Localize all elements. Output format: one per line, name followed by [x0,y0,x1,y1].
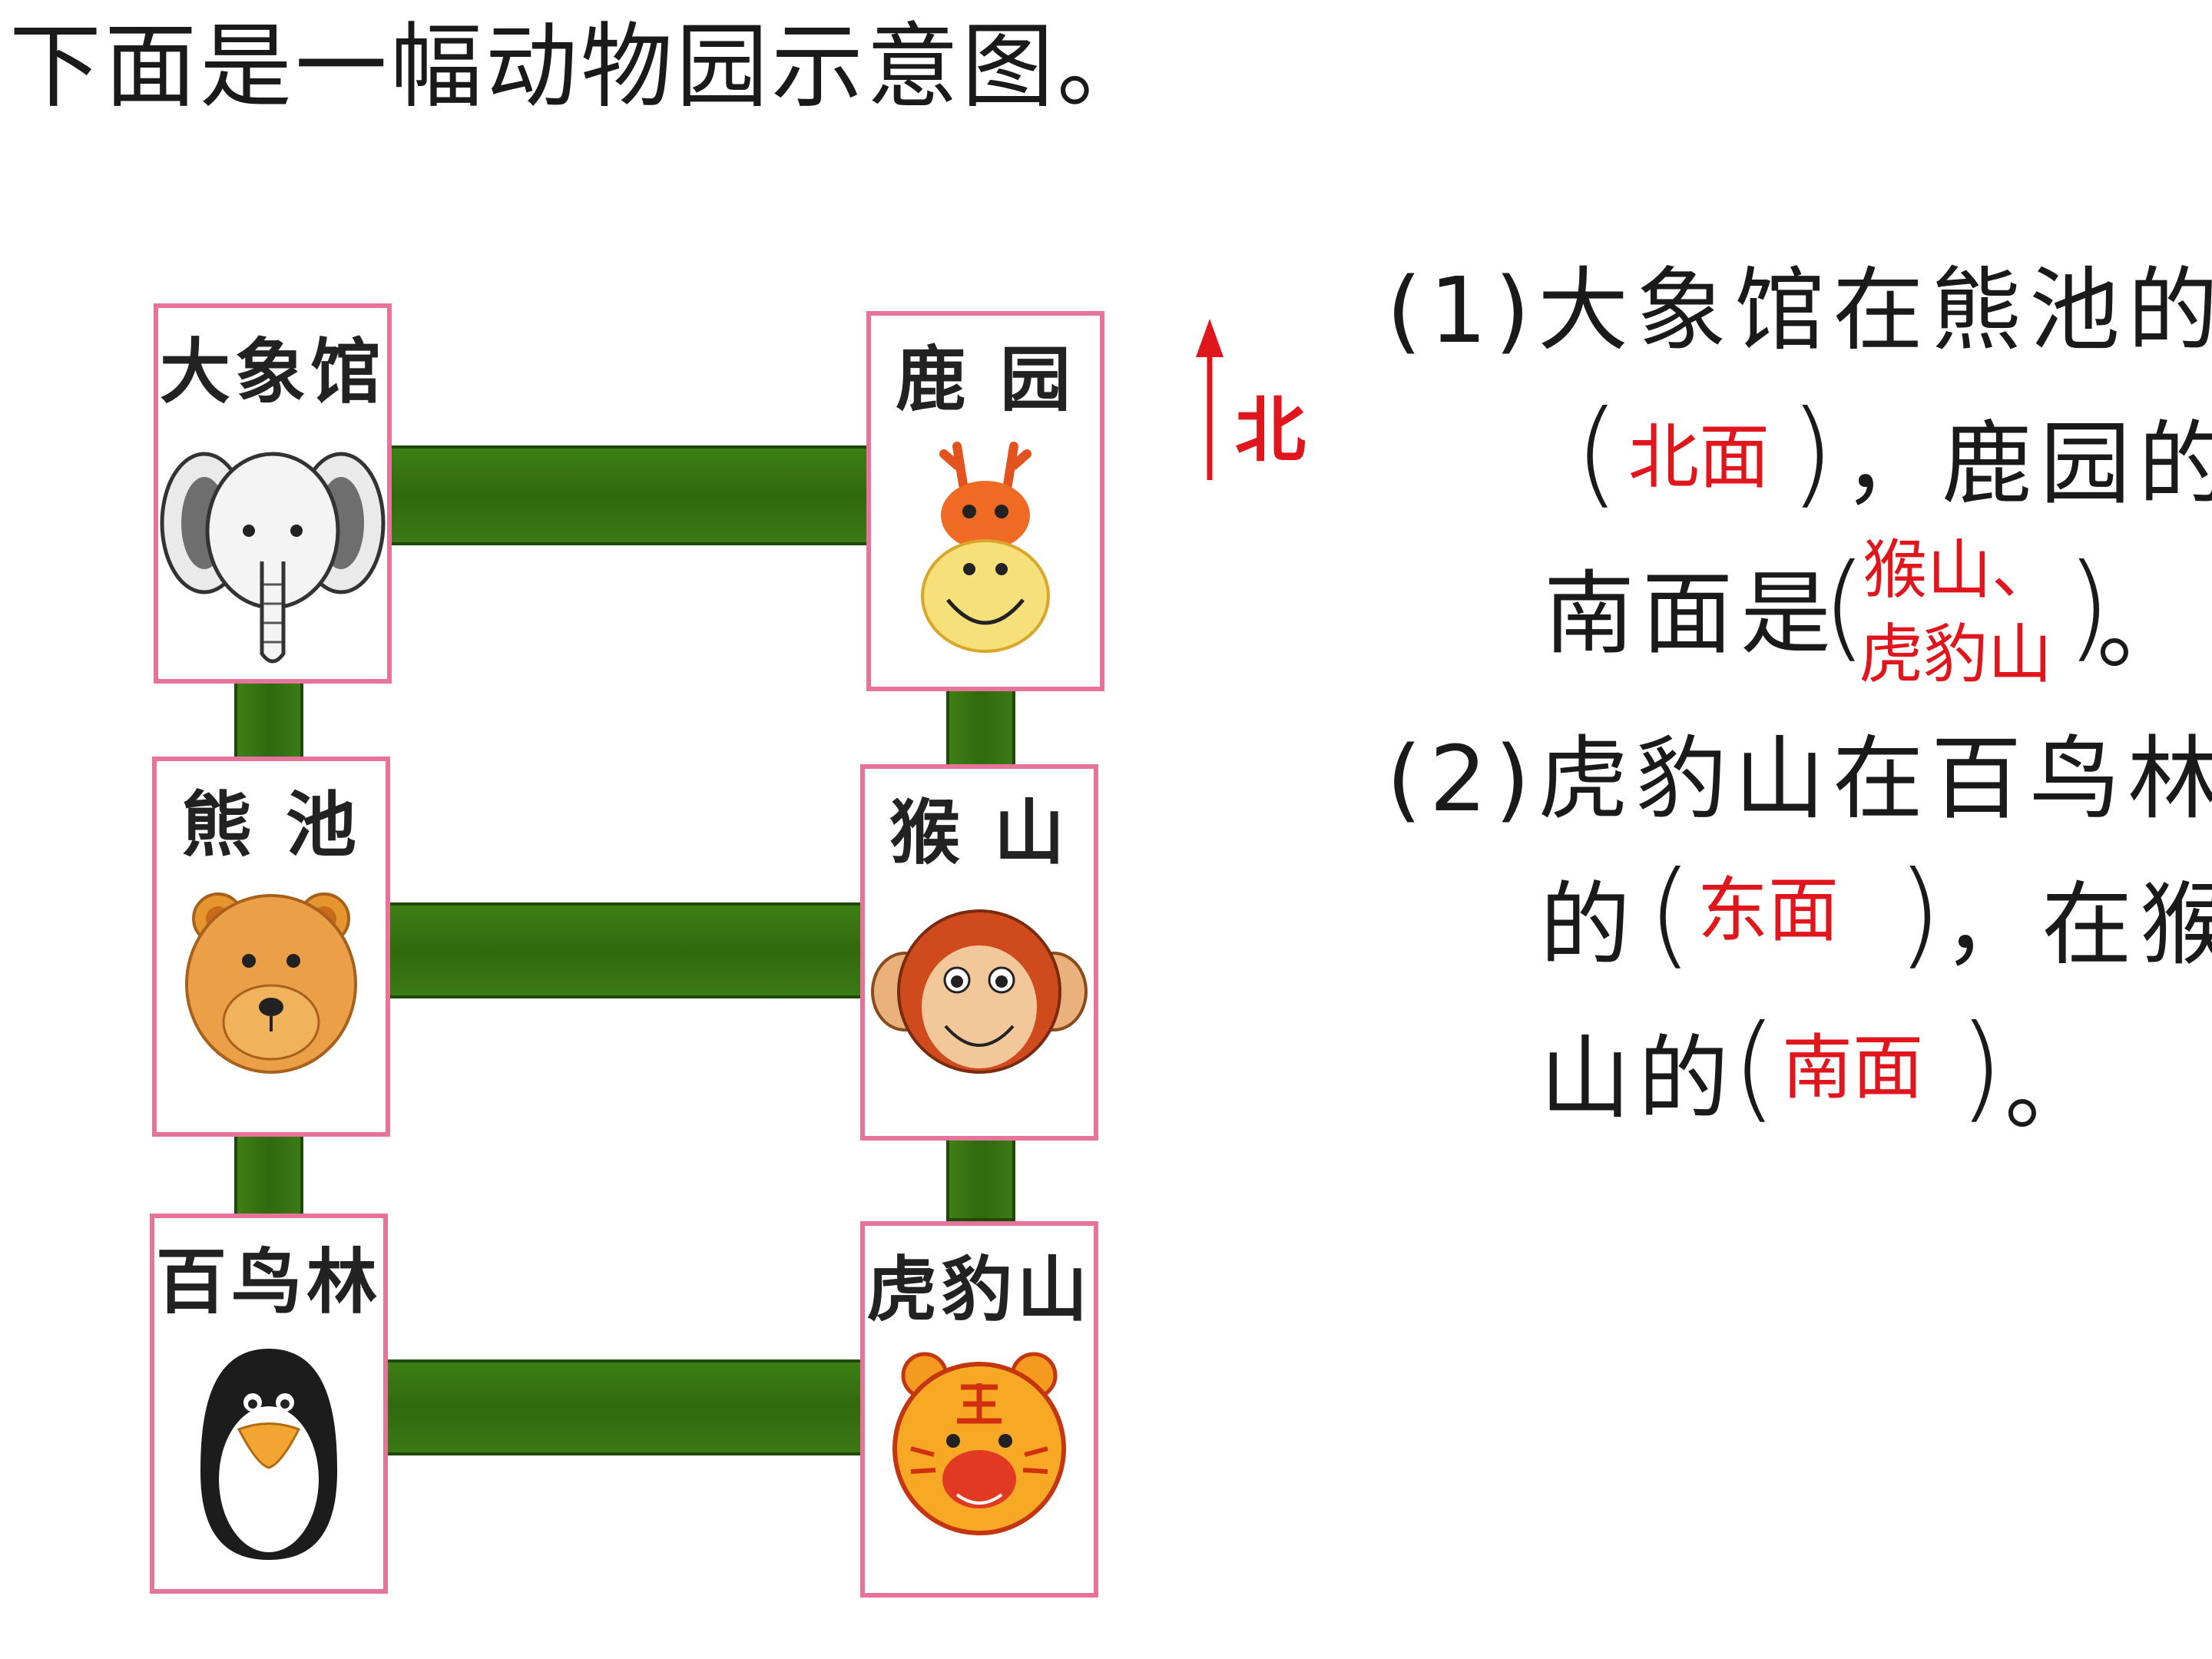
location-card-elephant-house: 大象馆 [154,303,392,684]
question-2-line-2-start: 的 [1540,872,1639,978]
paren-close: ) [2066,540,2111,674]
paren-open: ( [1575,386,1620,520]
answer-q2-b: 南面 [1782,1027,1924,1109]
page-title: 下面是一幅动物园示意图。 [9,14,1152,121]
question-2-line-1: (2)虎豹山在百鸟林 [1386,726,2212,832]
location-label: 鹿 园 [895,339,1076,421]
answer-q2-a: 东面 [1697,869,1839,952]
paren-close: ) [1790,386,1835,520]
location-card-deer-park: 鹿 园 [866,311,1104,691]
paren-open: ( [1822,540,1867,674]
location-card-bear-pool: 熊 池 [152,757,390,1137]
location-card-bird-forest: 百鸟林 [150,1214,388,1594]
path-bear-monkey [384,902,876,998]
question-1-line-3: 南面是 [1544,561,1839,667]
monkey-icon [871,909,1088,1074]
bear-icon [185,892,357,1074]
path-elephant-bear [234,676,303,764]
path-monkey-tiger [946,1133,1015,1221]
location-label: 百鸟林 [155,1241,382,1323]
question-2-line-3-start: 山的 [1540,1025,1737,1131]
question-1-line-2: ，鹿园的 [1843,411,2212,517]
location-card-monkey-hill: 猴 山 [860,764,1098,1141]
north-arrow-icon [1196,319,1224,480]
question-2-line-2-end: ，在猴 [1943,872,2212,978]
question-1-line-1: (1)大象馆在熊池的 [1386,257,2212,363]
location-card-tiger-hill: 虎豹山 [860,1221,1098,1598]
location-label: 大象馆 [159,331,386,413]
question-1-end: 。 [2097,576,2196,682]
location-label: 熊 池 [180,784,362,866]
paren-open: ( [1647,847,1693,981]
paren-close: ) [1959,1001,2004,1134]
zoo-map: 大象馆 鹿 园 熊 池 [150,303,1104,1598]
answer-q1-b-line-2: 虎豹山 [1859,617,2053,692]
path-deer-monkey [946,684,1015,772]
answer-q1-a: 北面 [1628,416,1770,498]
path-bird-tiger [384,1359,876,1455]
location-label: 虎豹山 [866,1249,1092,1331]
tiger-icon [892,1352,1066,1535]
deer-icon [921,442,1050,653]
answer-q1-b-line-1: 猴山、 [1863,532,2057,608]
question-2-end: 。 [2005,1037,2104,1143]
compass-label: 北 [1235,389,1306,472]
paren-open: ( [1732,1001,1777,1134]
paren-close: ) [1897,847,1942,981]
path-bear-bird [234,1129,303,1217]
elephant-icon [160,452,386,664]
path-elephant-deer [384,445,876,545]
penguin-icon [200,1349,337,1560]
location-label: 猴 山 [889,792,1070,874]
